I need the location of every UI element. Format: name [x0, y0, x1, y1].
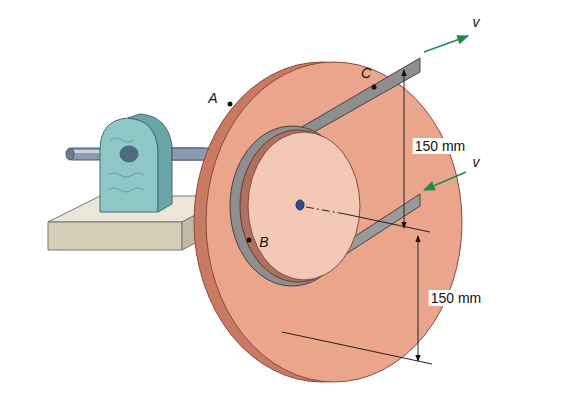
velocity-arrow — [424, 36, 468, 190]
dimension-label: 150 mm — [413, 138, 468, 154]
dimension-label: 150 mm — [429, 290, 484, 306]
velocity-label: v — [471, 14, 482, 30]
point-label: B — [257, 234, 270, 250]
point-marker — [228, 85, 377, 243]
point-label: C — [359, 65, 373, 81]
dimension-lines — [282, 70, 432, 364]
bearing-block — [100, 114, 172, 212]
large-disk — [194, 62, 462, 382]
pulley-hub — [230, 126, 360, 286]
point-label: A — [206, 90, 219, 106]
velocity-label: v — [471, 154, 482, 170]
